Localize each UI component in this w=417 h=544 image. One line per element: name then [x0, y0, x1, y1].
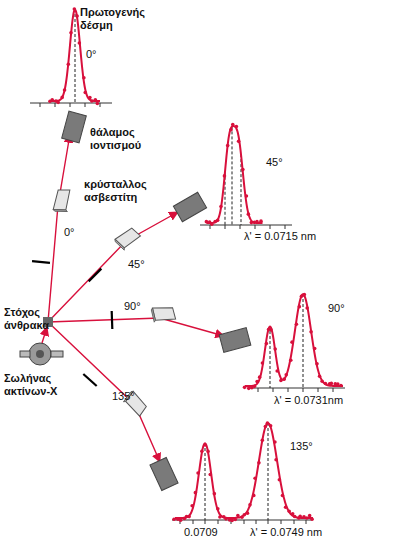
slit — [111, 311, 114, 329]
label: λ' = 0.0715 nm — [244, 230, 354, 243]
label: θάλαμος ιοντισμού — [90, 126, 170, 151]
label: 0° — [64, 226, 94, 239]
label: 90° — [328, 302, 358, 315]
label: 45° — [128, 258, 158, 271]
ionization-chamber — [150, 458, 178, 491]
slit — [83, 374, 96, 386]
label: 90° — [124, 300, 154, 313]
x-ray-tube — [20, 343, 63, 365]
calcite-crystal — [51, 186, 75, 215]
beam-90 — [48, 318, 224, 336]
label: Πρωτογενής δέσμη — [80, 6, 150, 31]
label: λ' = 0.0731nm — [274, 394, 384, 407]
label: 45° — [266, 156, 296, 169]
plot-45 — [200, 123, 292, 229]
slit — [32, 261, 50, 263]
plot-135 — [172, 421, 314, 524]
label: λ' = 0.0749 nm — [250, 526, 360, 539]
calcite-crystal — [150, 306, 176, 324]
slit — [89, 269, 102, 282]
ionization-chamber — [62, 111, 87, 143]
label: 0° — [86, 48, 116, 61]
ionization-chamber — [219, 328, 251, 353]
label: 0.0709 — [184, 526, 234, 539]
beam-135 — [48, 322, 160, 462]
label: Σωλήνας ακτίνων-Χ — [4, 372, 70, 397]
beam-45 — [48, 212, 178, 322]
label: 135° — [290, 440, 324, 453]
calcite-crystal — [113, 226, 143, 252]
ionization-chamber — [173, 192, 206, 222]
label: 135° — [112, 390, 146, 403]
label: κρύσταλλος ασβεστίτη — [84, 178, 164, 203]
label: Στόχος άνθρακα — [4, 306, 54, 331]
